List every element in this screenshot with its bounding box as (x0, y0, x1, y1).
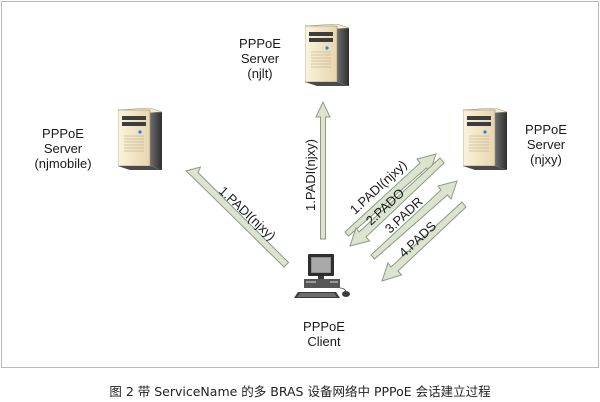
server-left-line3: (njmobile) (34, 156, 92, 171)
arrow-client-to-top-server (315, 100, 331, 240)
server-top-line3: (njlt) (247, 66, 273, 81)
arrow-label-to-top: 1.PADI(njxy) (303, 139, 318, 211)
server-left-line1: PPPoE (42, 126, 84, 141)
server-tower-icon (463, 108, 507, 170)
server-right-line1: PPPoE (525, 122, 567, 137)
server-tower-icon (305, 24, 349, 86)
diagram-frame (1, 1, 599, 368)
arrow-pado-from-right-server (349, 157, 445, 247)
server-label-right: PPPoE Server (njxy) (510, 122, 582, 167)
server-label-left: PPPoE Server (njmobile) (22, 126, 104, 171)
server-left-line2: Server (43, 141, 83, 156)
server-top-line2: Server (240, 51, 280, 66)
client-line1: PPPoE (303, 319, 345, 334)
arrow-client-to-left-server (184, 166, 290, 268)
arrow-padi-to-right-server (344, 153, 437, 237)
arrow-padr-to-right-server (370, 180, 458, 260)
server-right-line2: Server (526, 137, 566, 152)
arrow-pads-from-right-server (381, 201, 467, 282)
server-tower-icon (118, 108, 162, 170)
desktop-computer-icon (294, 254, 351, 299)
server-top-line1: PPPoE (239, 36, 281, 51)
server-right-line3: (njxy) (530, 152, 562, 167)
diagram-canvas: 1.PADI(njxy) 1.PADI(njxy) 1.PADI(njxy) 2… (118, 24, 507, 299)
figure-caption: 图 2 带 ServiceName 的多 BRAS 设备网络中 PPPoE 会话… (109, 384, 491, 399)
client-line2: Client (307, 334, 341, 349)
arrow-label-to-left: 1.PADI(njxy) (216, 183, 279, 243)
server-label-top: PPPoE Server (njlt) (223, 36, 297, 81)
client-label: PPPoE Client (290, 319, 358, 349)
